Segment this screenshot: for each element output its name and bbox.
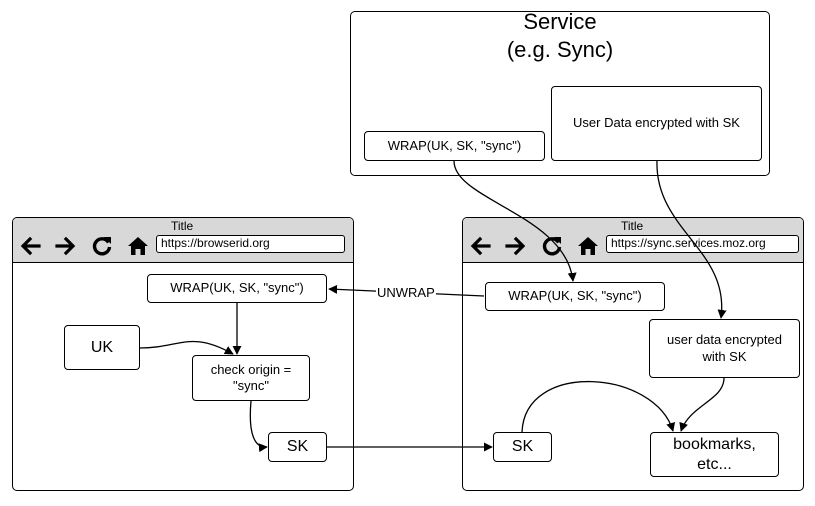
right-titlebar: Title https://sync.services.moz.org	[463, 218, 803, 263]
forward-arrow-icon[interactable]	[503, 233, 529, 259]
right-window-title: Title	[621, 219, 644, 233]
edge-right-data-to-bookmarks	[679, 377, 725, 432]
uk-box: UK	[64, 325, 140, 370]
service-container	[350, 11, 770, 176]
edge-check-origin-to-sk	[249, 400, 268, 453]
reload-icon[interactable]	[89, 233, 115, 259]
home-icon[interactable]	[575, 233, 601, 259]
left-url-bar[interactable]: https://browserid.org	[156, 235, 345, 253]
bookmarks-box: bookmarks, etc...	[650, 432, 779, 477]
left-titlebar: Title https://browserid.org	[13, 218, 353, 263]
edge-service-wrap-to-right-wrap	[453, 160, 577, 282]
left-window-title: Title	[171, 219, 194, 233]
right-sk-box: SK	[493, 432, 552, 462]
service-title-line1: Service	[523, 9, 597, 34]
check-origin-box: check origin = "sync"	[192, 355, 310, 401]
service-title-line2: (e.g. Sync)	[506, 37, 614, 62]
edge-service-data-to-right-data	[656, 160, 727, 319]
service-title: Service (e.g. Sync)	[350, 8, 770, 64]
edge-right-sk-to-bookmarks	[521, 380, 676, 433]
reload-icon[interactable]	[539, 233, 565, 259]
service-wrap-box: WRAP(UK, SK, "sync")	[364, 131, 545, 161]
back-arrow-icon[interactable]	[467, 233, 493, 259]
right-user-data-box: user data encrypted with SK	[649, 319, 800, 378]
right-url-bar[interactable]: https://sync.services.moz.org	[606, 235, 799, 253]
unwrap-label: UNWRAP	[376, 285, 436, 300]
edge-uk-to-check-origin	[139, 340, 234, 355]
service-user-data-box: User Data encrypted with SK	[551, 86, 762, 161]
left-sk-box: SK	[268, 432, 327, 462]
right-wrap-box: WRAP(UK, SK, "sync")	[485, 282, 665, 311]
home-icon[interactable]	[125, 233, 151, 259]
forward-arrow-icon[interactable]	[53, 233, 79, 259]
left-browser-window: Title https://browserid.org	[12, 217, 354, 491]
left-wrap-box: WRAP(UK, SK, "sync")	[147, 274, 327, 303]
back-arrow-icon[interactable]	[17, 233, 43, 259]
